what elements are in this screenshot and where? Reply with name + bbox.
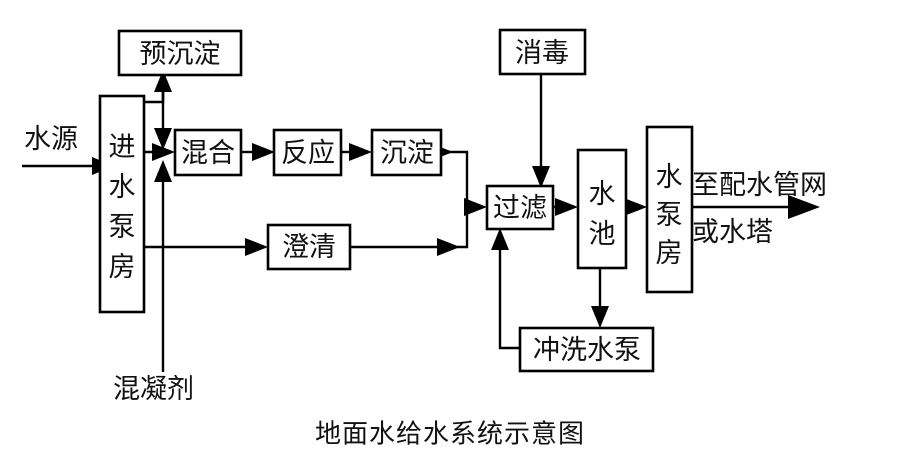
arrowhead-sedimentation-in xyxy=(349,143,372,161)
label-or-water-tower: 或水塔 xyxy=(692,217,773,247)
node-label-pre-sedimentation: 预沉淀 xyxy=(140,39,221,69)
node-label-intake-pump-house-char-2: 泵 xyxy=(109,212,136,242)
arrowhead-clarification-in xyxy=(245,238,268,256)
node-label-water-pump-house-char-0: 水 xyxy=(656,162,683,192)
arrowhead-disinfection-out xyxy=(532,166,550,188)
node-label-sedimentation: 沉淀 xyxy=(380,138,434,168)
label-water-source: 水源 xyxy=(24,124,78,154)
node-sedimentation[interactable] xyxy=(370,128,443,177)
arrowhead-reaction-in xyxy=(252,143,275,161)
node-mixing[interactable] xyxy=(173,128,243,177)
arrowhead-backwash-in xyxy=(591,306,609,328)
edge-sedimentation-to-filtration xyxy=(441,150,480,209)
node-label-mixing: 混合 xyxy=(181,138,235,168)
label-to-distribution-network: 至配水管网 xyxy=(692,170,827,200)
node-water-pump-house[interactable] xyxy=(645,125,694,294)
arrowhead-coagulant xyxy=(154,160,172,182)
node-label-intake-pump-house-char-1: 水 xyxy=(109,172,136,202)
node-label-clear-water-tank-char-0: 水 xyxy=(589,179,616,209)
arrowhead-backwash-out xyxy=(491,228,509,250)
node-filtration[interactable] xyxy=(485,184,555,231)
node-label-reaction: 反应 xyxy=(281,138,335,168)
edge-backwash-to-filtration xyxy=(498,250,520,350)
node-label-clear-water-tank-char-1: 池 xyxy=(589,219,616,249)
node-label-clarification: 澄清 xyxy=(282,232,336,262)
arrowhead-tank-in xyxy=(555,198,578,216)
node-label-water-pump-house-char-1: 泵 xyxy=(656,200,683,230)
node-label-filtration: 过滤 xyxy=(493,193,547,223)
node-backwash-pump[interactable] xyxy=(518,326,655,373)
node-label-disinfection: 消毒 xyxy=(515,38,569,68)
arrowhead-clarification-out xyxy=(437,238,460,256)
node-pre-sedimentation[interactable] xyxy=(117,29,243,77)
node-clear-water-tank[interactable] xyxy=(576,148,628,270)
arrowhead-network-out xyxy=(788,195,820,219)
node-reaction[interactable] xyxy=(272,128,343,177)
arrowhead-presed-out xyxy=(154,128,172,150)
node-intake-pump-house[interactable] xyxy=(98,94,146,314)
node-label-water-pump-house-char-2: 房 xyxy=(656,238,683,268)
label-coagulant: 混凝剂 xyxy=(113,374,194,404)
node-label-intake-pump-house-char-0: 进 xyxy=(109,132,136,162)
node-clarification[interactable] xyxy=(266,223,352,271)
node-label-backwash-pump: 冲洗水泵 xyxy=(533,335,641,365)
node-disinfection[interactable] xyxy=(498,28,587,76)
edge-intake-to-presed-stub xyxy=(143,92,165,104)
arrowhead-mixing-in xyxy=(152,143,175,161)
diagram-caption: 地面水给水系统示意图 xyxy=(315,420,585,449)
arrowhead-pumphouse-in xyxy=(624,198,647,216)
edge-clarification-to-riser xyxy=(350,207,469,249)
arrowhead-filtration-in xyxy=(464,198,487,216)
node-label-intake-pump-house-char-3: 房 xyxy=(109,252,136,282)
